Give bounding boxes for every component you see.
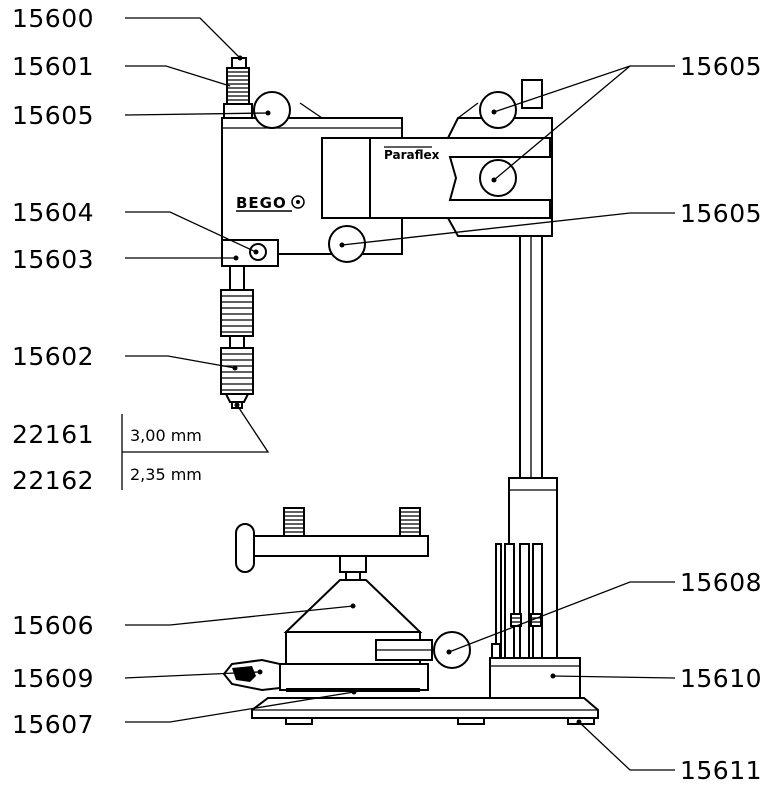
spindle-top [223,55,253,119]
paraflex-apparatus: BEGO Paraflex [220,55,599,725]
label-15606: 15606 [12,611,94,640]
lever [222,658,281,692]
size-22161: 3,00 mm [130,426,202,445]
label-15602: 15602 [12,342,94,371]
label-15609: 15609 [12,664,94,693]
locking-pin [375,631,471,669]
brand-paraflex: Paraflex [384,148,440,162]
label-15603: 15603 [12,245,94,274]
label-15610: 15610 [680,664,762,693]
label-22162: 22162 [12,466,94,495]
base-plate [251,689,599,725]
brand-bego: BEGO [236,194,287,212]
label-15608: 15608 [680,568,762,597]
base-cone [279,579,429,692]
tool-block [489,657,581,699]
label-22161: 22161 [12,420,94,449]
knob-top-left [253,91,291,129]
label-15604: 15604 [12,198,94,227]
label-15601: 15601 [12,52,94,81]
leader-lines [121,17,676,771]
upper-arm-body [221,102,553,255]
label-15607: 15607 [12,710,94,739]
label-15600: 15600 [12,4,94,33]
label-15605-right-top: 15605 [680,52,762,81]
lower-holder [221,239,279,267]
model-table-clamp [235,507,429,581]
label-15611: 15611 [680,756,762,785]
chuck-spindle [220,265,254,409]
label-15605-left: 15605 [12,101,94,130]
bego-logo-icon [291,195,305,209]
part-labels: 15600 15601 15605 15604 15603 15602 2216… [12,4,762,785]
label-15605-right-mid: 15605 [680,199,762,228]
size-22162: 2,35 mm [130,465,202,484]
